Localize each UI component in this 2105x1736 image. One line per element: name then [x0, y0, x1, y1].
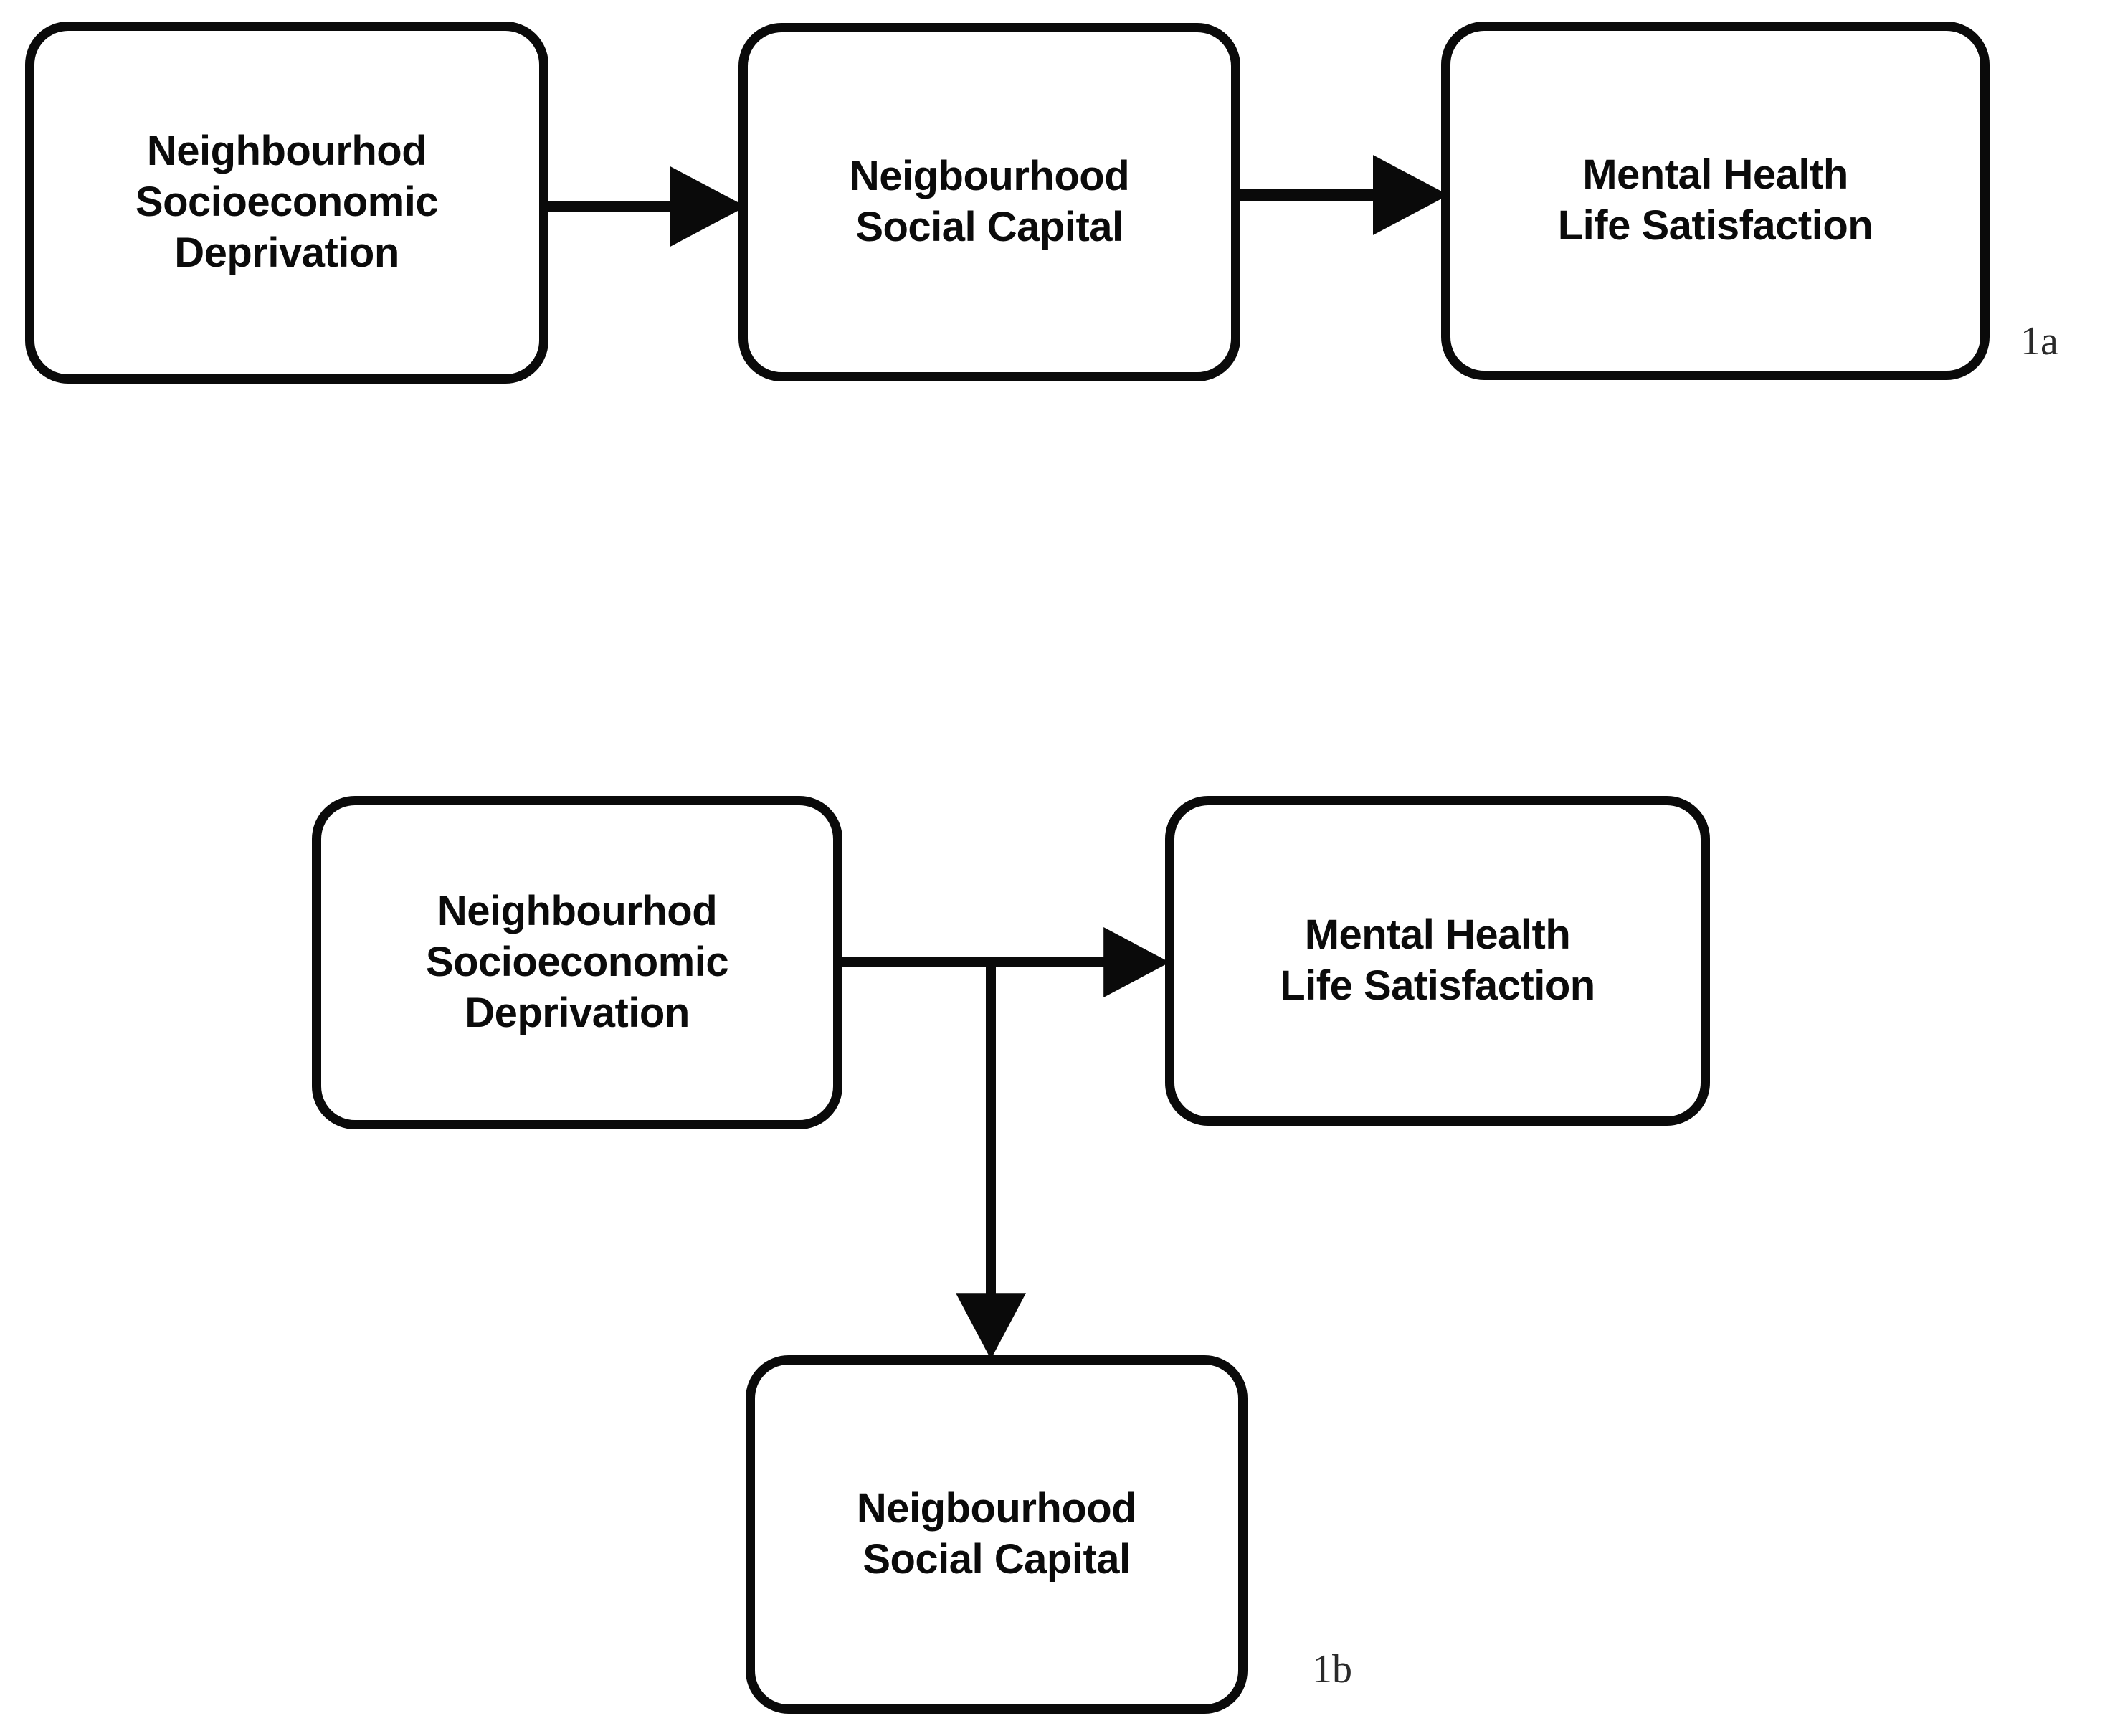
node-mental-health-life-satisfaction-1b[interactable]: Mental Health Life Satisfaction: [1165, 796, 1710, 1126]
node-mental-health-life-satisfaction-1a[interactable]: Mental Health Life Satisfaction: [1441, 22, 1990, 380]
node-label: Neigbourhood Social Capital: [849, 153, 1130, 250]
panel-tag-1a: 1a: [2020, 319, 2058, 364]
node-label: Neighbourhod Socioeconomic Deprivation: [425, 888, 729, 1036]
node-label: Mental Health Life Satisfaction: [1280, 911, 1595, 1009]
node-label: Mental Health Life Satisfaction: [1557, 151, 1873, 249]
node-neighbourhood-deprivation-1b[interactable]: Neighbourhod Socioeconomic Deprivation: [312, 796, 842, 1129]
node-neighbourhood-deprivation-1a[interactable]: Neighbourhod Socioeconomic Deprivation: [25, 22, 548, 384]
panel-tag-1b: 1b: [1312, 1647, 1352, 1692]
node-label: Neigbourhood Social Capital: [856, 1485, 1137, 1583]
node-neighbourhood-social-capital-1b[interactable]: Neigbourhood Social Capital: [746, 1355, 1248, 1714]
node-neighbourhood-social-capital-1a[interactable]: Neigbourhood Social Capital: [738, 23, 1240, 381]
node-label: Neighbourhod Socioeconomic Deprivation: [135, 128, 439, 276]
